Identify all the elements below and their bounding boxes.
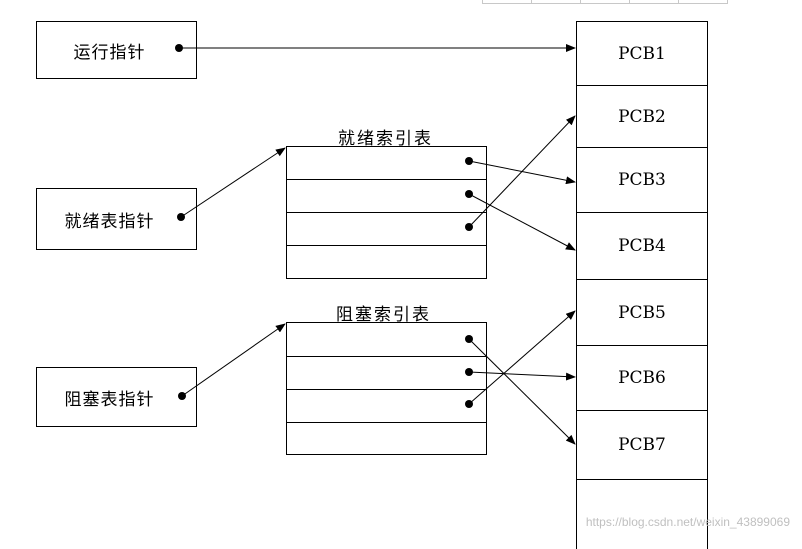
pcb-label: PCB7: [618, 435, 666, 455]
ready-ptr-to-table-arrow: [180, 147, 286, 218]
pcb-label: PCB5: [618, 302, 666, 323]
table-row-divider: [287, 422, 486, 423]
blocked-pointer-box: 阻塞表指针: [36, 367, 197, 427]
watermark-url: https://blog.csdn.net/weixin_43899069: [585, 515, 790, 529]
table-row-divider: [287, 245, 486, 246]
blocked-index-caption: 阻塞索引表: [336, 305, 431, 325]
pcb-label: PCB2: [618, 106, 666, 127]
pcb-label: PCB6: [618, 368, 666, 388]
blocked-pointer-label: 阻塞表指针: [64, 389, 155, 410]
pcb-label: PCB1: [618, 43, 666, 64]
pcb-label: PCB4: [618, 236, 666, 256]
ready-pointer-box: 就绪表指针: [36, 188, 197, 250]
pcb-empty-slot: [576, 479, 708, 549]
ready-pointer-label: 就绪表指针: [64, 211, 155, 232]
pcb-label: PCB3: [618, 170, 666, 190]
blocked-ptr-to-table-arrow: [181, 323, 286, 397]
pcb-4: PCB4: [576, 212, 708, 280]
ready-index-table: [286, 146, 487, 279]
table-row-divider: [287, 179, 486, 180]
pcb-6: PCB6: [576, 345, 708, 411]
blocked-entry3-to-pcb5-arrow: [468, 310, 576, 405]
pcb-3: PCB3: [576, 147, 708, 213]
blocked-entry2-to-pcb6-arrow: [468, 371, 576, 381]
table-row-divider: [287, 212, 486, 213]
ready-entry2-to-pcb4-arrow: [468, 193, 576, 251]
ready-index-caption: 就绪索引表: [338, 129, 433, 149]
ready-entry3-to-pcb2-arrow: [468, 115, 576, 228]
blocked-index-table: [286, 322, 487, 455]
blocked-entry1-to-pcb7-arrow: [468, 338, 576, 445]
table-row-divider: [287, 389, 486, 390]
top-cell: [678, 0, 728, 4]
run-pointer-box: 运行指针: [36, 21, 197, 79]
run-pointer-label: 运行指针: [73, 42, 146, 63]
table-row-divider: [287, 356, 486, 357]
